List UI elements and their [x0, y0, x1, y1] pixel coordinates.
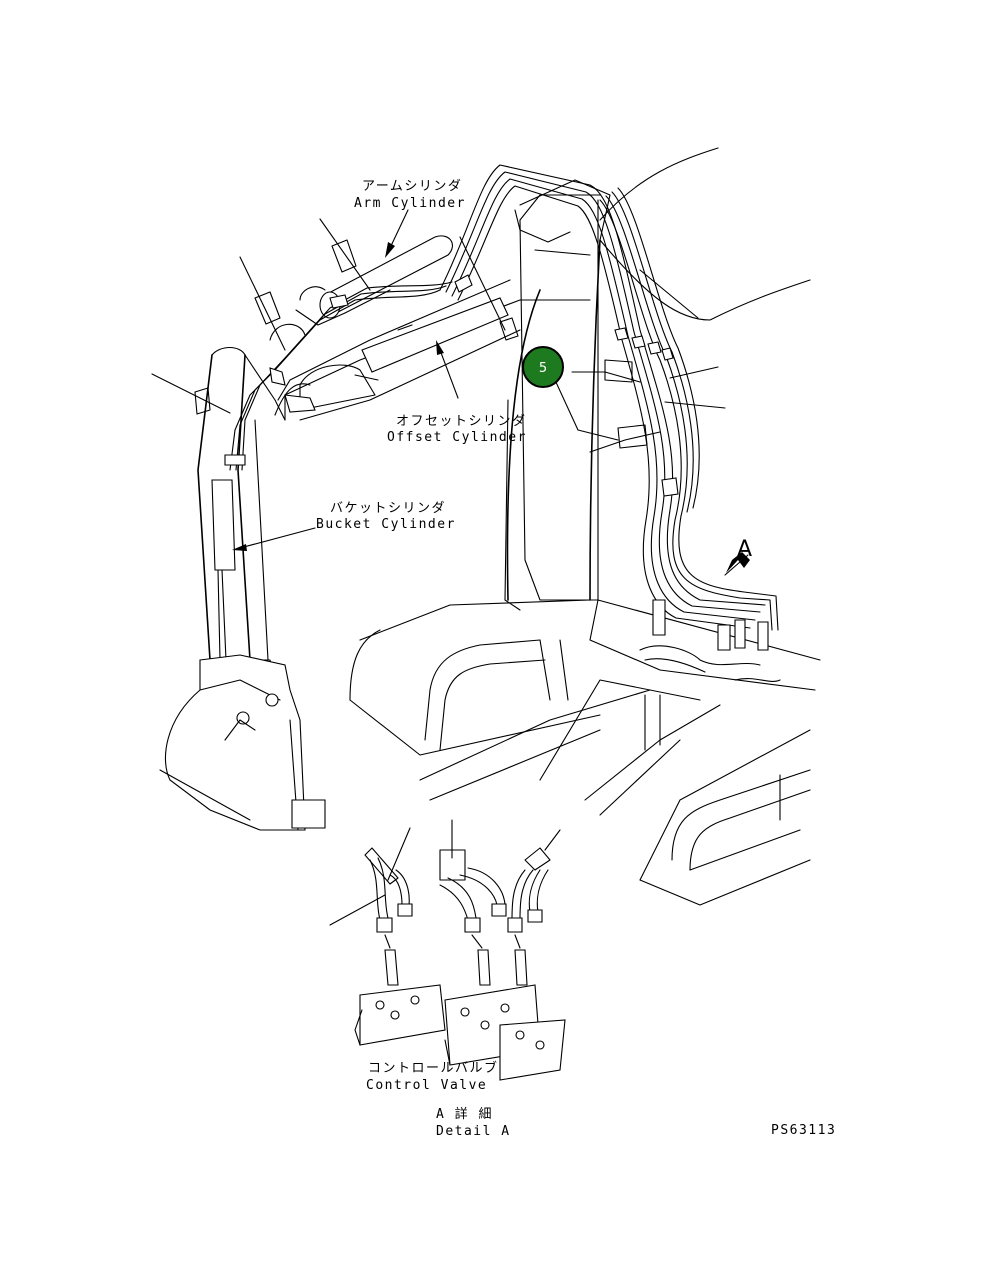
offset-cylinder [299, 297, 509, 411]
offset-cylinder-label-en: Offset Cylinder [387, 430, 527, 445]
callout-5[interactable]: 5 [522, 346, 564, 388]
arm [197, 323, 311, 701]
hose-bundle [224, 164, 781, 682]
arm-cylinder [295, 235, 453, 326]
bucket [159, 654, 326, 831]
offset-cylinder-label-jp: オフセットシリンダ [396, 414, 527, 429]
callout-circle[interactable] [522, 346, 564, 388]
boom [277, 179, 611, 601]
detail-label-en: Detail A [436, 1124, 511, 1139]
control-valve-label-jp: コントロールバルブ [368, 1060, 499, 1076]
machine-body [349, 147, 821, 906]
leader-lines [151, 218, 726, 453]
control-valve-label-en: Control Valve [366, 1078, 487, 1093]
callout-number[interactable]: 5 [539, 361, 547, 376]
detail-label-jp: A 詳 細 [436, 1106, 493, 1122]
label-arrows [232, 209, 750, 576]
arm-cylinder-label-jp: アームシリンダ [362, 179, 462, 194]
bucket-cylinder-label-en: Bucket Cylinder [316, 517, 456, 532]
view-marker: A [737, 537, 752, 562]
part-code: PS63113 [771, 1123, 836, 1138]
detail-a-drawing [329, 819, 566, 1081]
arm-cylinder-label-en: Arm Cylinder [354, 196, 466, 211]
bucket-cylinder-label-jp: バケットシリンダ [330, 501, 446, 516]
